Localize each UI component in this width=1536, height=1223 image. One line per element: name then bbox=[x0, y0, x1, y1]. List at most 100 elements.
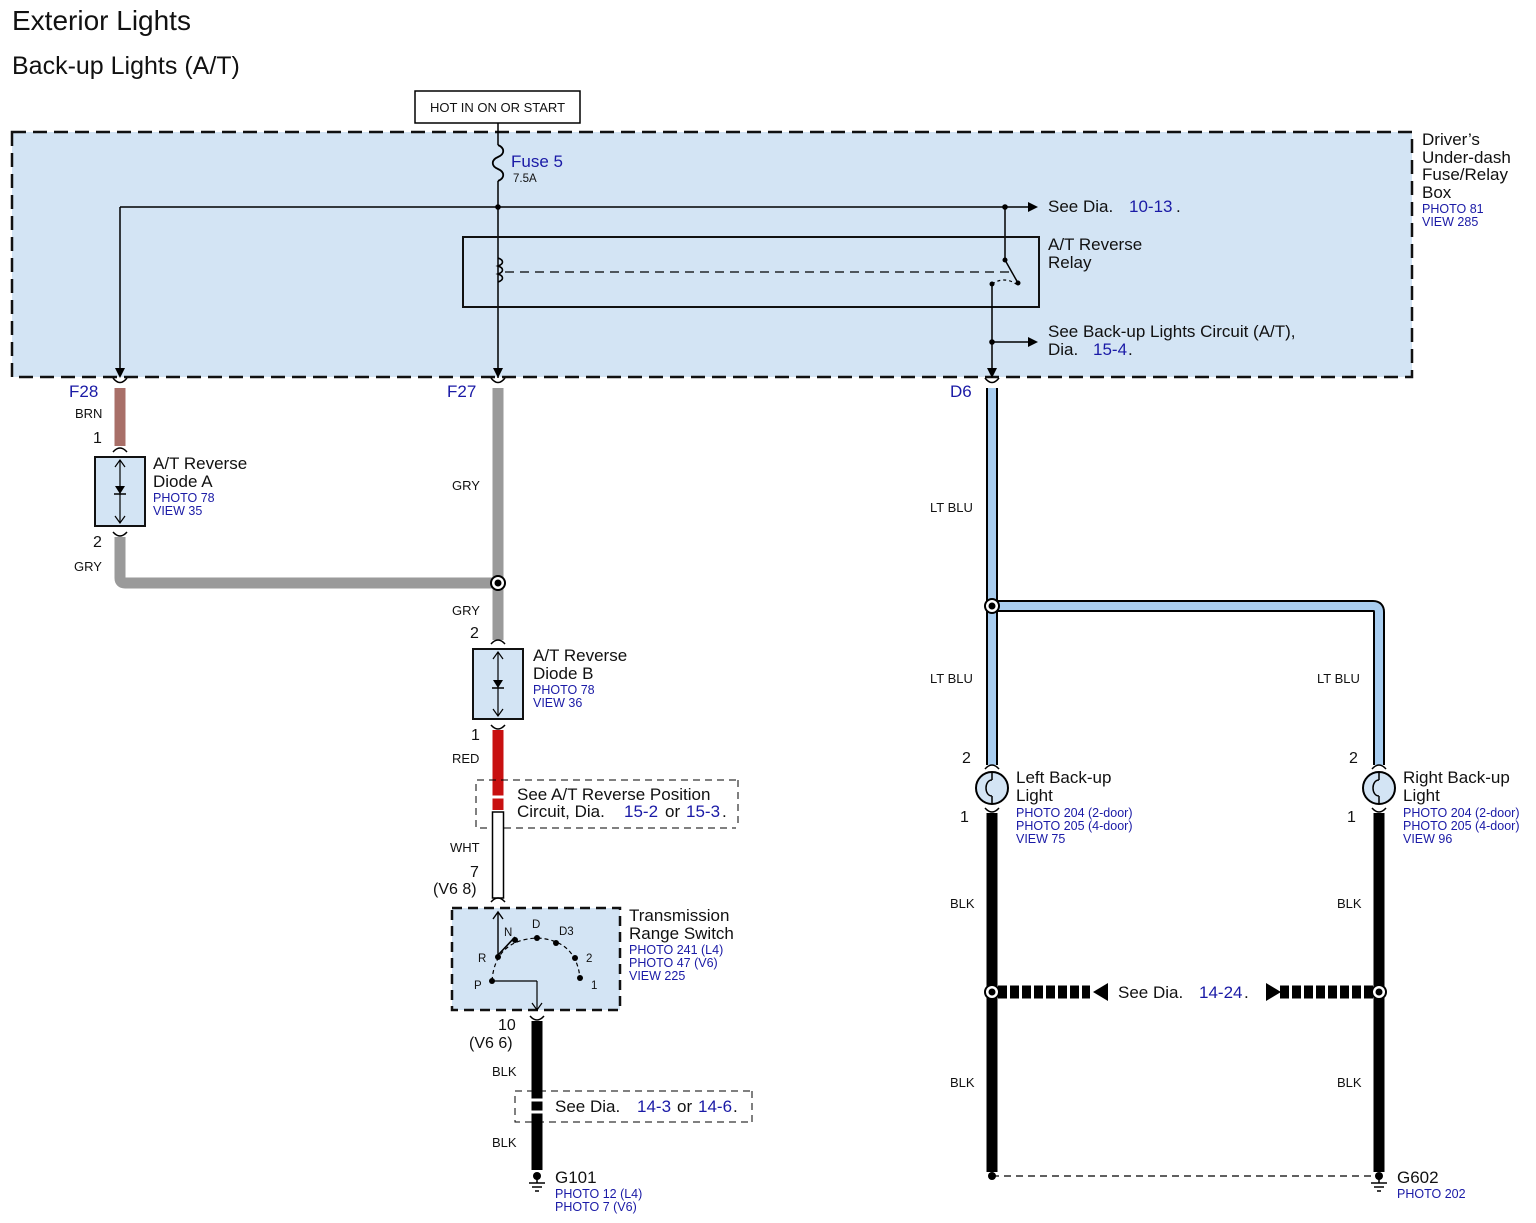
diode-b-pin-bottom: 1 bbox=[471, 727, 480, 744]
see-backup-suffix: . bbox=[1128, 340, 1133, 359]
trs-pos-d: D bbox=[532, 919, 540, 931]
wire-label-blk-6: BLK bbox=[1337, 1075, 1362, 1090]
at-reverse-relay bbox=[462, 236, 1040, 308]
g101-name: G101 bbox=[555, 1168, 597, 1187]
trs-pin-top: 7 bbox=[470, 864, 479, 881]
terminal-d6 bbox=[984, 377, 1000, 384]
see-ground-ref2[interactable]: 14-6 bbox=[698, 1097, 732, 1116]
wire-label-ltblu-3: LT BLU bbox=[1317, 671, 1360, 686]
wire-label-blk-3: BLK bbox=[950, 896, 975, 911]
svg-text:HOT IN ON OR START: HOT IN ON OR START bbox=[430, 100, 565, 115]
arrow-right-icon bbox=[1266, 983, 1281, 1001]
page-title: Exterior Lights bbox=[12, 5, 191, 36]
trs-photo1: PHOTO 241 (L4) bbox=[629, 943, 723, 957]
at-reverse-diode-a bbox=[94, 456, 146, 527]
left-light-pin-top: 2 bbox=[962, 750, 971, 767]
see-backup-prefix: Dia. bbox=[1048, 340, 1078, 359]
wire-label-wht: WHT bbox=[450, 840, 480, 855]
diode-a-pin-top: 1 bbox=[93, 430, 102, 447]
see-dia-top-ref[interactable]: 10-13 bbox=[1129, 197, 1172, 216]
trs-pos-1: 1 bbox=[591, 980, 597, 992]
see-ground-prefix: See Dia. bbox=[555, 1097, 620, 1116]
wire-gry-diode-a bbox=[114, 537, 498, 589]
wire-label-brn: BRN bbox=[75, 406, 102, 421]
right-light-photo1: PHOTO 204 (2-door) bbox=[1403, 806, 1519, 820]
left-light-photo1: PHOTO 204 (2-door) bbox=[1016, 806, 1132, 820]
left-backup-light bbox=[975, 771, 1009, 805]
see-backup-line1: See Back-up Lights Circuit (A/T), bbox=[1048, 322, 1296, 341]
connector-f28: F28 bbox=[69, 382, 98, 401]
right-light-pin-bottom: 1 bbox=[1347, 809, 1356, 826]
see-position-callout bbox=[475, 779, 739, 829]
relay-label: A/T Reverse Relay bbox=[1048, 235, 1147, 272]
right-light-photo2: PHOTO 205 (4-door) bbox=[1403, 819, 1519, 833]
bulb-icon bbox=[985, 773, 993, 803]
trs-pin-top-alt: (V6 8) bbox=[433, 881, 477, 898]
relay-switch-icon bbox=[1004, 259, 1019, 284]
wire-ltblu-right bbox=[992, 600, 1385, 765]
fuse-relay-box bbox=[10, 130, 1414, 379]
wire-label-ltblu-1: LT BLU bbox=[930, 500, 973, 515]
wire-label-blk-5: BLK bbox=[950, 1075, 975, 1090]
see-position-or: or bbox=[665, 802, 680, 821]
trs-pin-bottom: 10 bbox=[498, 1017, 516, 1034]
fusebox-view: VIEW 285 bbox=[1422, 215, 1478, 229]
right-light-view: VIEW 96 bbox=[1403, 832, 1452, 846]
see-dia-bottom-ref[interactable]: 14-24 bbox=[1199, 983, 1242, 1002]
left-light-view: VIEW 75 bbox=[1016, 832, 1065, 846]
see-position-ref2[interactable]: 15-3 bbox=[686, 802, 720, 821]
wire-label-gry-1: GRY bbox=[74, 559, 102, 574]
trs-photo2: PHOTO 47 (V6) bbox=[629, 956, 718, 970]
arrow-down-icon bbox=[115, 368, 125, 378]
right-light-pin-top: 2 bbox=[1349, 750, 1358, 767]
see-position-ref1[interactable]: 15-2 bbox=[624, 802, 658, 821]
power-source-label: HOT IN ON OR START bbox=[414, 90, 581, 124]
g602-photo: PHOTO 202 bbox=[1397, 1187, 1466, 1201]
diode-b-photo: PHOTO 78 bbox=[533, 683, 595, 697]
see-position-prefix: Circuit, Dia. bbox=[517, 802, 605, 821]
g101-photo1: PHOTO 12 (L4) bbox=[555, 1187, 642, 1201]
fuse-rating: 7.5A bbox=[513, 173, 537, 185]
diode-icon bbox=[115, 486, 125, 494]
diode-a-photo: PHOTO 78 bbox=[153, 491, 215, 505]
trs-pos-n: N bbox=[504, 927, 512, 939]
page-subtitle: Back-up Lights (A/T) bbox=[12, 52, 240, 80]
left-light-pin-bottom: 1 bbox=[960, 809, 969, 826]
left-light-label: Left Back-up Light bbox=[1016, 768, 1116, 805]
fuse-icon bbox=[491, 144, 505, 182]
wire-wht bbox=[491, 811, 505, 899]
arrow-right-icon bbox=[1028, 202, 1038, 212]
trs-pos-p: P bbox=[474, 980, 482, 992]
see-dia-top-suffix: . bbox=[1176, 197, 1181, 216]
transmission-range-switch bbox=[450, 906, 622, 1012]
wire-label-blk-4: BLK bbox=[1337, 896, 1362, 911]
see-dia-top-prefix: See Dia. bbox=[1048, 197, 1113, 216]
wire-label-ltblu-2: LT BLU bbox=[930, 671, 973, 686]
arrow-down-icon bbox=[987, 368, 997, 378]
trs-pin-bottom-alt: (V6 6) bbox=[469, 1035, 513, 1052]
ground-icon bbox=[529, 1172, 545, 1192]
relay-coil-icon bbox=[495, 257, 504, 283]
see-ground-ref1[interactable]: 14-3 bbox=[637, 1097, 671, 1116]
fusebox-photo: PHOTO 81 bbox=[1422, 202, 1484, 216]
see-dia-bottom-suffix: . bbox=[1244, 983, 1249, 1002]
at-reverse-diode-b bbox=[472, 648, 524, 720]
diode-icon bbox=[493, 680, 503, 688]
bulb-icon bbox=[1372, 773, 1380, 803]
diode-a-label: A/T Reverse Diode A bbox=[153, 454, 252, 491]
connector-d6: D6 bbox=[950, 382, 972, 401]
see-ground-suffix: . bbox=[733, 1097, 738, 1116]
wire-label-blk-2: BLK bbox=[492, 1135, 517, 1150]
see-dia-bottom-prefix: See Dia. bbox=[1118, 983, 1183, 1002]
arrow-left-icon bbox=[1093, 983, 1108, 1001]
see-backup-ref[interactable]: 15-4 bbox=[1093, 340, 1127, 359]
wire-label-red: RED bbox=[452, 751, 479, 766]
diode-b-pin-top: 2 bbox=[470, 625, 479, 642]
right-backup-light bbox=[1362, 771, 1396, 805]
wire-label-blk-1: BLK bbox=[492, 1064, 517, 1079]
trs-pos-2: 2 bbox=[586, 953, 592, 965]
diode-b-view: VIEW 36 bbox=[533, 696, 582, 710]
see-ground-or: or bbox=[677, 1097, 692, 1116]
connector-f27: F27 bbox=[447, 382, 476, 401]
